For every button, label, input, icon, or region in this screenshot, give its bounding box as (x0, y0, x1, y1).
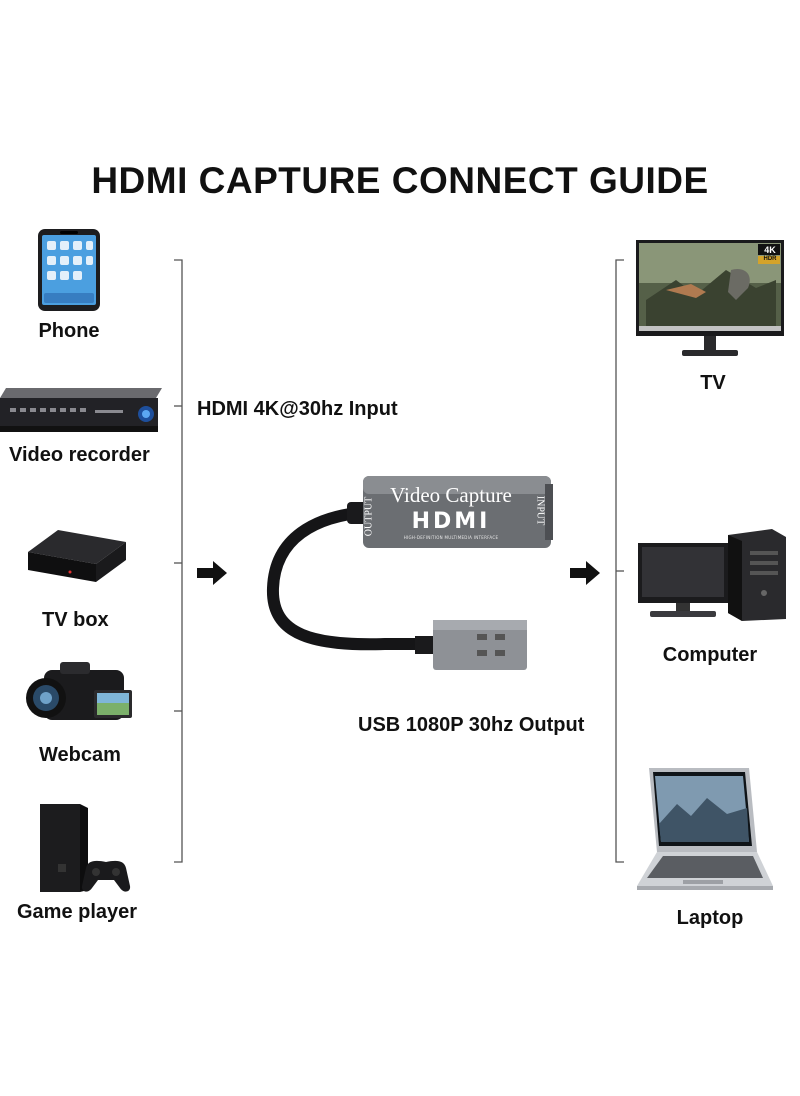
output-label-computer: Computer (662, 644, 758, 666)
game-console-icon (40, 804, 131, 892)
page-title: HDMI CAPTURE CONNECT GUIDE (91, 160, 709, 201)
input-label-phone: Phone (38, 320, 100, 342)
tv-icon (636, 240, 784, 356)
hdmi-input-label: HDMI 4K@30hz Input (197, 398, 398, 420)
arrow-right-icon (570, 561, 600, 585)
tv-4k-badge: 4K (764, 245, 776, 255)
output-bracket (615, 259, 624, 863)
dongle-output-port-label: OUTPUT (363, 496, 375, 537)
dongle-hdmi-logo: HDMI (411, 509, 491, 534)
usb-output-label: USB 1080P 30hz Output (358, 714, 585, 736)
tv-box-icon (28, 530, 126, 582)
dongle-subtitle: HIGH-DEFINITION MULTIMEDIA INTERFACE (403, 535, 499, 540)
input-label-game-player: Game player (17, 901, 138, 923)
dongle-input-port-label: INPUT (534, 495, 546, 526)
input-label-video-recorder: Video recorder (9, 444, 150, 466)
video-recorder-icon (0, 388, 162, 432)
input-bracket (174, 259, 183, 863)
arrow-right-icon (197, 561, 227, 585)
laptop-icon (637, 768, 773, 890)
tv-hdr-badge: HDR (763, 256, 777, 262)
capture-card-illustration (266, 476, 553, 670)
dongle-brand-text: Video Capture (390, 483, 512, 507)
input-label-tv-box: TV box (42, 609, 109, 631)
phone-icon (38, 229, 100, 311)
output-label-tv: TV (700, 372, 726, 394)
webcam-icon (26, 662, 132, 720)
computer-icon (638, 529, 786, 621)
input-label-webcam: Webcam (39, 744, 121, 766)
output-label-laptop: Laptop (676, 907, 744, 929)
